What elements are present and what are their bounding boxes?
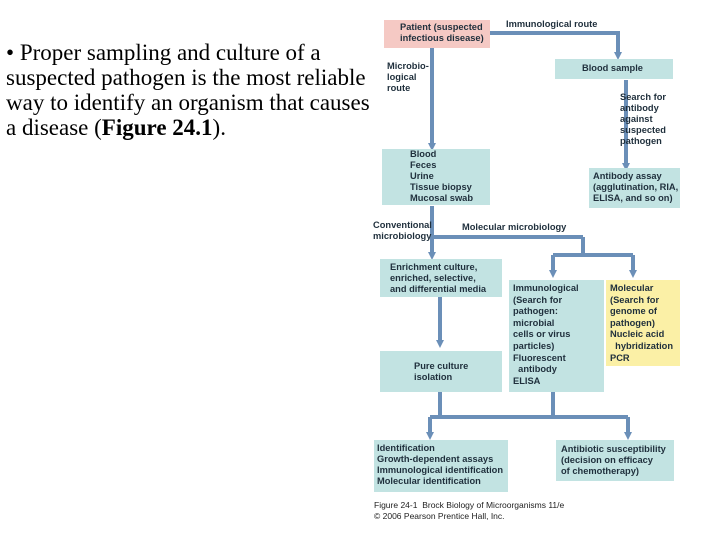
figure-caption: Figure 24-1 Brock Biology of Microorgani… (374, 500, 565, 521)
pure-culture-box: Pure culture isolation (380, 351, 502, 392)
microbiological-route-label: Microbio- logical route (387, 61, 429, 93)
immunological-box: Immunological (Search for pathogen: micr… (509, 280, 604, 392)
molecular-box: Molecular (Search for genome of pathogen… (606, 280, 680, 366)
diagnostic-flowchart: Patient (suspected infectious disease) I… (368, 12, 680, 527)
flow-arrows (426, 31, 637, 440)
arrow-to-blood-sample (490, 31, 622, 60)
enrichment-box: Enrichment culture, enriched, selective,… (380, 259, 502, 297)
molecular-microbiology-label: Molecular microbiology (462, 222, 567, 232)
search-antibody-label: Search for antibody against suspected pa… (620, 92, 666, 146)
figure-reference: Figure 24.1 (101, 115, 213, 140)
bullet-marker: • (6, 40, 15, 65)
immunological-route-label: Immunological route (506, 19, 598, 29)
bullet-text-before: Proper sampling and culture of a suspect… (6, 40, 370, 140)
antibiotic-box: Antibiotic susceptibility (decision on e… (556, 440, 674, 481)
conventional-microbiology-label: Conventional microbiology (373, 220, 432, 241)
specimens-box: Blood Feces Urine Tissue biopsy Mucosal … (382, 149, 490, 205)
identification-box: Identification Growth-dependent assays I… (374, 440, 508, 492)
blood-sample-box: Blood sample (555, 59, 673, 79)
bullet-text-after: ). (212, 115, 226, 140)
patient-box: Patient (suspected infectious disease) (384, 20, 490, 48)
antibody-assay-box: Antibody assay (agglutination, RIA, ELIS… (589, 168, 680, 208)
bullet-paragraph: • Proper sampling and culture of a suspe… (6, 40, 378, 140)
